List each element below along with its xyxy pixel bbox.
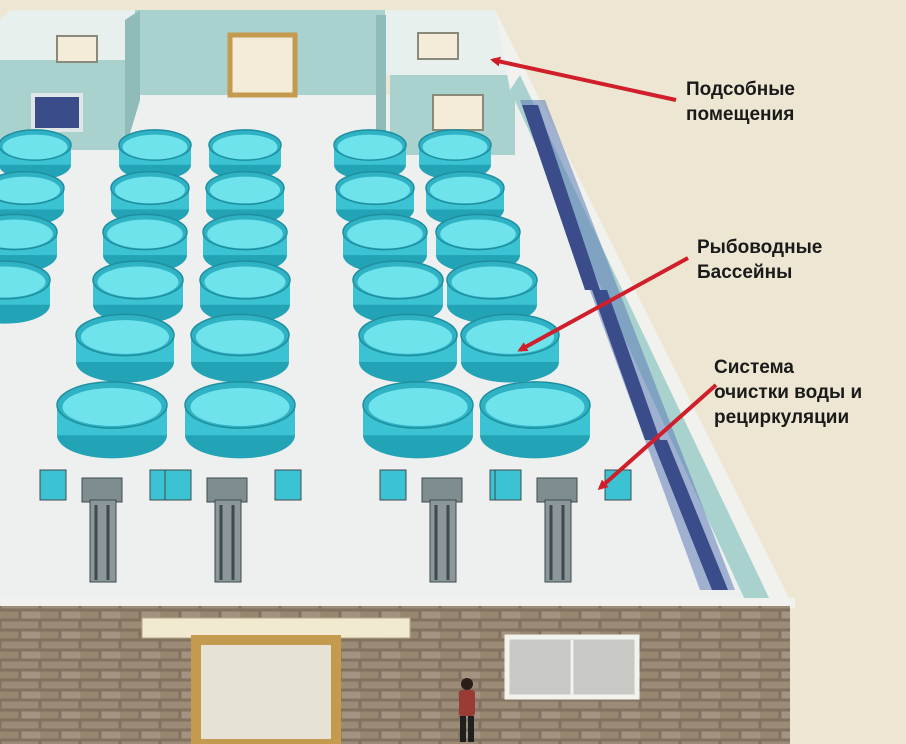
treatment-unit <box>494 469 632 583</box>
fish-pool <box>418 129 492 180</box>
fish-pool <box>205 170 285 226</box>
arrow-auxiliary-rooms <box>490 56 677 102</box>
front-door <box>191 635 341 744</box>
fish-pool <box>202 213 288 273</box>
fish-pool <box>358 313 458 383</box>
water-treatment-units <box>39 469 632 583</box>
label-auxiliary-rooms: Подсобные помещения <box>686 79 795 125</box>
label-fish-pools: Рыбоводные Бассейны <box>697 237 823 283</box>
fish-pool <box>0 260 51 324</box>
treatment-unit <box>379 469 517 583</box>
fish-pool <box>352 260 444 324</box>
fish-pool <box>56 381 168 459</box>
front-brick-wall <box>0 598 795 744</box>
fish-pool <box>199 260 291 324</box>
arrow-fish-pools <box>517 256 689 352</box>
fish-pool <box>435 213 521 273</box>
person-figure <box>459 678 475 742</box>
fish-pool <box>92 260 184 324</box>
fish-pool <box>479 381 591 459</box>
fish-pool <box>184 381 296 459</box>
fish-pool <box>75 313 175 383</box>
arrow-treatment-system <box>597 383 718 490</box>
fish-pool <box>342 213 428 273</box>
fish-pool <box>190 313 290 383</box>
fish-pool <box>446 260 538 324</box>
right-side-wall <box>495 10 790 600</box>
treatment-unit <box>39 469 177 583</box>
fish-pool <box>335 170 415 226</box>
fish-pools-group <box>0 129 591 459</box>
left-auxiliary-room <box>0 10 140 150</box>
fish-pool <box>460 313 560 383</box>
fish-pool <box>0 129 72 180</box>
treatment-unit <box>164 469 302 583</box>
fish-pool <box>208 129 282 180</box>
label-treatment-system: Система очистки воды и рециркуляции <box>714 357 863 428</box>
side-windows <box>522 105 728 590</box>
back-door <box>227 32 298 98</box>
fish-pool <box>102 213 188 273</box>
fish-pool <box>362 381 474 459</box>
